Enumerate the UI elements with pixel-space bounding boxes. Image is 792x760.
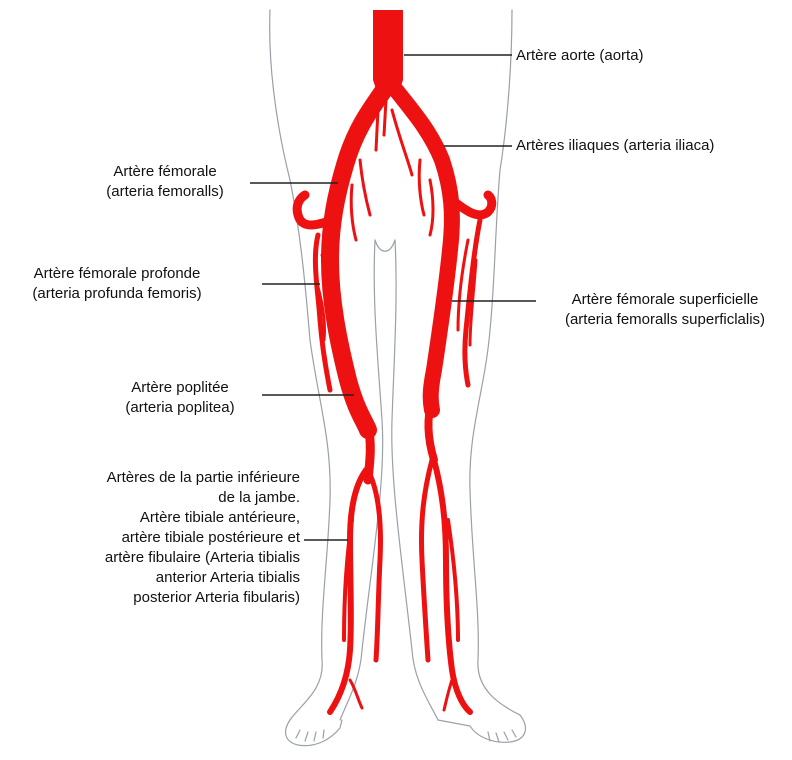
label-femoral-line-2: (arteria femoralls) <box>80 182 250 202</box>
label-superficial-femoral: Artère fémorale superficielle (arteria f… <box>538 290 792 330</box>
right-iliac-femoral-vessel <box>396 90 452 410</box>
label-superficial-line-2: (arteria femoralls superficlalis) <box>538 310 792 330</box>
label-profunda: Artère fémorale profonde (arteria profun… <box>0 264 234 304</box>
label-iliac-arteries: Artères iliaques (arteria iliaca) <box>516 136 714 156</box>
label-femoral: Artère fémorale (arteria femoralls) <box>80 162 250 202</box>
label-lower-legs-line-1: Artères de la partie inférieure <box>20 468 300 488</box>
label-popliteal-line-1: Artère poplitée <box>100 378 260 398</box>
label-lower-legs-line-4: artère tibiale postérieure et <box>20 528 300 548</box>
label-lower-legs-line-7: posterior Arteria fibularis) <box>20 588 300 608</box>
label-lower-legs-line-2: de la jambe. <box>20 488 300 508</box>
right-tibial-vessels <box>434 460 470 712</box>
label-aorta: Artère aorte (aorta) <box>516 46 644 66</box>
label-lower-leg-arteries: Artères de la partie inférieure de la ja… <box>20 468 300 628</box>
label-femoral-line-1: Artère fémorale <box>80 162 250 182</box>
label-lower-legs-line-6: anterior Arteria tibialis <box>20 568 300 588</box>
leg-outline <box>270 10 526 746</box>
label-lower-legs-line-5: artère fibulaire (Arteria tibialis <box>20 548 300 568</box>
left-tibial-vessels <box>330 470 366 712</box>
label-profunda-line-1: Artère fémorale profonde <box>0 264 234 284</box>
label-popliteal-line-2: (arteria poplitea) <box>100 398 260 418</box>
label-popliteal: Artère poplitée (arteria poplitea) <box>100 378 260 418</box>
label-lower-legs-line-3: Artère tibiale antérieure, <box>20 508 300 528</box>
label-superficial-line-1: Artère fémorale superficielle <box>538 290 792 310</box>
label-profunda-line-2: (arteria profunda femoris) <box>0 284 234 304</box>
right-popliteal-vessel <box>428 400 434 460</box>
